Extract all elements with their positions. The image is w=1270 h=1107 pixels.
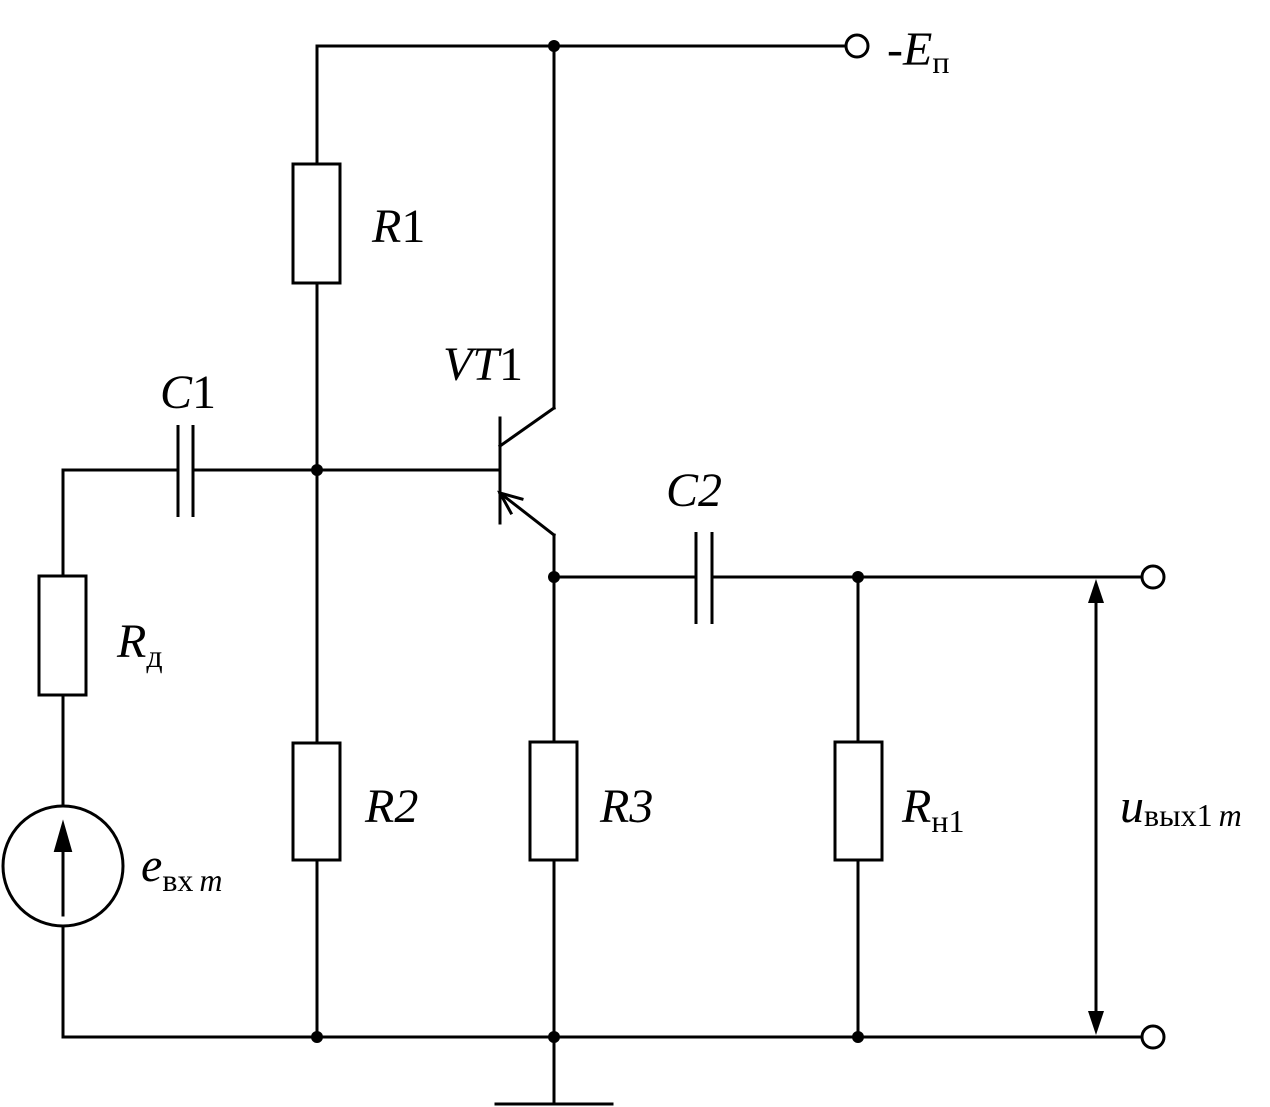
label-output-sub-it: m: [1219, 797, 1242, 833]
label-r1-num: 1: [401, 200, 425, 253]
supply-terminal[interactable]: [844, 33, 870, 59]
label-c1-symbol: C: [160, 366, 193, 419]
label-source-sub: вх: [162, 862, 193, 898]
label-r1: R1: [371, 200, 425, 253]
label-c2-symbol: C: [666, 464, 699, 517]
capacitor-c1: [176, 425, 195, 517]
label-rd-sub: д: [146, 638, 162, 674]
resistor-r2: [291, 741, 342, 862]
label-source-sub-it: m: [199, 862, 222, 898]
transistor-vt1: [496, 405, 557, 538]
label-rd: Rд: [116, 615, 163, 674]
resistor-r1: [291, 162, 342, 285]
label-c1-num: 1: [192, 366, 216, 419]
label-c2-num: 2: [698, 464, 722, 517]
label-r1-symbol: R: [371, 200, 401, 253]
label-supply-sign: -: [887, 23, 903, 76]
resistor-r3: [528, 740, 579, 862]
label-r2-symbol: R: [364, 780, 394, 833]
label-c2: C2: [666, 464, 722, 517]
resistor-rn1: [833, 740, 884, 862]
label-source-symbol: e: [141, 839, 162, 892]
resistor-rd: [37, 574, 88, 697]
label-rn1-sub: н1: [931, 803, 964, 839]
wires: [61, 44, 1143, 1106]
label-r2-num: 2: [394, 780, 418, 833]
label-output-symbol: u: [1120, 780, 1144, 833]
output-terminal-bottom[interactable]: [1140, 1024, 1166, 1050]
label-r3-num: 3: [628, 780, 653, 833]
label-rn1: Rн1: [901, 780, 964, 839]
label-r3: R3: [599, 780, 653, 833]
capacitor-c2: [694, 532, 714, 624]
output-terminal-top[interactable]: [1140, 564, 1166, 590]
output-voltage-arrow: [1088, 579, 1104, 1035]
label-supply-sub: п: [932, 44, 949, 80]
label-rn1-symbol: R: [901, 780, 931, 833]
label-vt1-num: 1: [499, 338, 523, 391]
label-output-sub: вых1: [1144, 797, 1213, 833]
label-supply-symbol: E: [902, 23, 932, 76]
label-rd-symbol: R: [116, 615, 146, 668]
voltage-source: [1, 804, 125, 928]
label-c1: C1: [160, 366, 216, 419]
label-r3-symbol: R: [599, 780, 629, 833]
junction-nodes: [311, 40, 864, 1043]
label-vt1-symbol: VT: [443, 338, 502, 391]
label-r2: R2: [364, 780, 418, 833]
label-supply: -Eп: [887, 23, 949, 80]
label-vt1: VT1: [443, 338, 523, 391]
